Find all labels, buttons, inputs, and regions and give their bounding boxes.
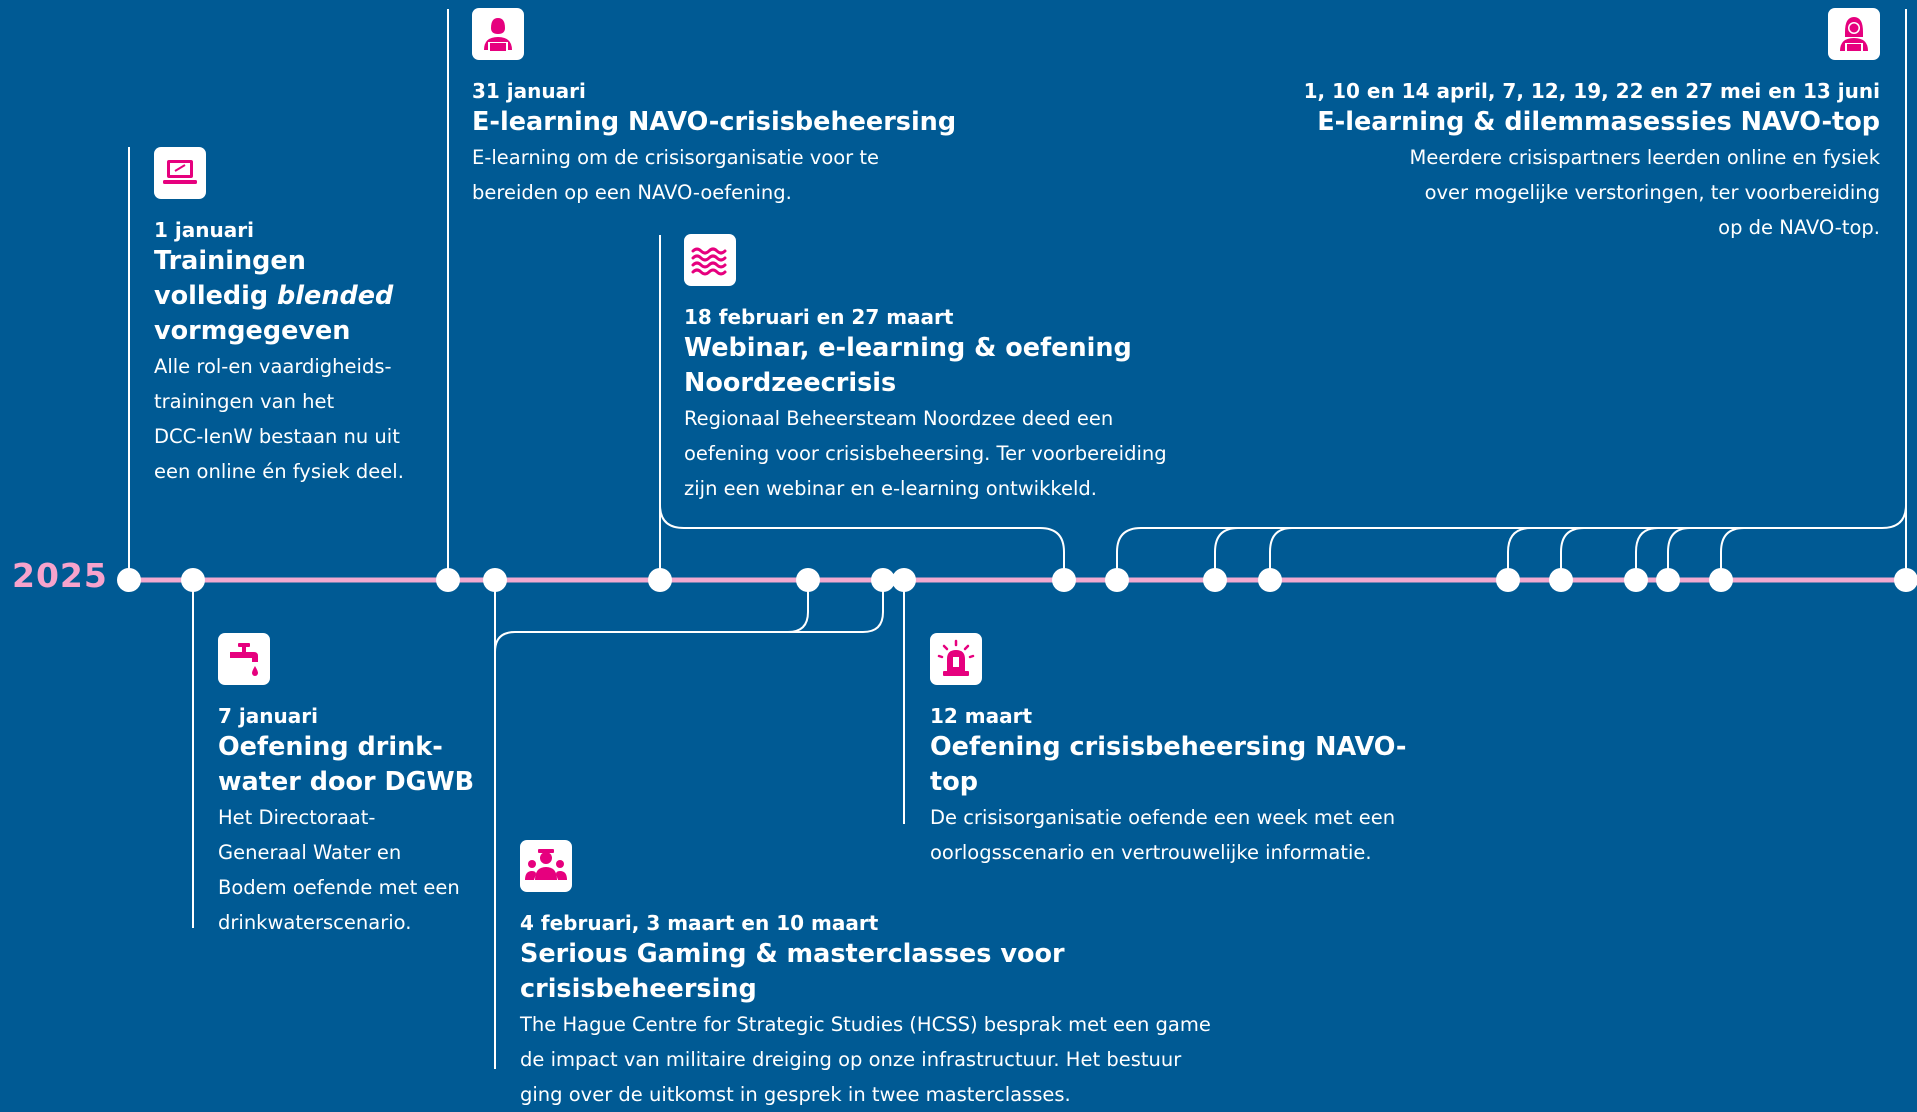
event-title: Oefening crisisbeheersing NAVO-top (930, 732, 1407, 797)
timeline-dot (1496, 568, 1520, 592)
event-date: 4 februari, 3 maart en 10 maart (520, 911, 879, 935)
timeline-dot (1203, 568, 1227, 592)
event-serious-gaming: 4 februari, 3 maart en 10 maart Serious … (520, 840, 1310, 1112)
timeline-dot (1258, 568, 1282, 592)
event-oefening-drinkwater: 7 januari Oefening drink- water door DGW… (218, 633, 498, 940)
event-trainingen: 1 januari Trainingen volledig blended vo… (154, 147, 454, 489)
connector-line (659, 504, 1065, 580)
event-date: 1 januari (154, 218, 254, 242)
event-date: 1, 10 en 14 april, 7, 12, 19, 22 en 27 m… (1303, 79, 1880, 103)
event-title: E-learning NAVO-crisisbeheersing (472, 107, 957, 137)
event-date: 31 januari (472, 79, 586, 103)
event-title: Trainingen volledig blended vormgegeven (154, 246, 394, 346)
connector-line (1214, 527, 1239, 580)
connector-line (494, 580, 809, 653)
team-icon (520, 840, 572, 892)
timeline-dot (648, 568, 672, 592)
connector-line (788, 580, 884, 633)
timeline-dot (1624, 568, 1648, 592)
event-description: Het Directoraat- Generaal Water en Bodem… (218, 806, 460, 934)
event-date: 12 maart (930, 704, 1033, 728)
timeline-dot (1656, 568, 1680, 592)
siren-icon (930, 633, 982, 685)
timeline-dot (117, 568, 141, 592)
year-label: 2025 (12, 556, 108, 595)
timeline-dot (796, 568, 820, 592)
timeline-connectors (117, 9, 1917, 1069)
timeline-dot (1052, 568, 1076, 592)
event-description: Meerdere crisispartners leerden online e… (1409, 146, 1880, 239)
connector-line (1507, 527, 1532, 580)
waves-icon (684, 234, 736, 286)
event-description: Regionaal Beheersteam Noordzee deed een … (684, 407, 1167, 500)
event-description: E-learning om de crisisorganisatie voor … (472, 146, 880, 204)
event-webinar-noordzee: 18 februari en 27 maart Webinar, e-learn… (684, 234, 1244, 506)
event-description: Alle rol-en vaardigheids- trainingen van… (154, 355, 404, 483)
event-title: E-learning & dilemmasessies NAVO-top (1317, 107, 1880, 137)
woman-laptop-icon (1828, 8, 1880, 60)
timeline-dot (1549, 568, 1573, 592)
connector-line (1560, 527, 1585, 580)
timeline-dot (1894, 568, 1917, 592)
event-date: 18 februari en 27 maart (684, 305, 954, 329)
timeline-dot (483, 568, 507, 592)
laptop-icon (154, 147, 206, 199)
timeline-dot (871, 568, 895, 592)
event-description: The Hague Centre for Strategic Studies (… (520, 1013, 1211, 1106)
event-date: 7 januari (218, 704, 318, 728)
timeline-dot (1709, 568, 1733, 592)
event-oefening-navo-top: 12 maart Oefening crisisbeheersing NAVO-… (930, 633, 1450, 870)
event-description: De crisisorganisatie oefende een week me… (930, 806, 1396, 864)
event-dilemmasessies-navo-top: 1, 10 en 14 april, 7, 12, 19, 22 en 27 m… (1160, 8, 1880, 245)
person-laptop-icon (472, 8, 524, 60)
connector-line (1720, 527, 1745, 580)
timeline-dot (1105, 568, 1129, 592)
timeline-graphic: 2025 1 januari Trainingen volledig blend… (12, 8, 1917, 1106)
event-title: Oefening drink- water door DGWB (218, 732, 475, 797)
connector-line (1667, 527, 1691, 580)
water-tap-icon (218, 633, 270, 685)
event-title: Webinar, e-learning & oefening Noordzeec… (684, 333, 1132, 398)
timeline-dot (181, 568, 205, 592)
connector-line (1635, 527, 1659, 580)
connector-line (1269, 527, 1293, 580)
timeline-dot (892, 568, 916, 592)
timeline-dot (436, 568, 460, 592)
connector-line (1116, 504, 1907, 580)
event-title: Serious Gaming & masterclasses voor cris… (520, 939, 1065, 1004)
event-elearning-navo: 31 januari E-learning NAVO-crisisbeheers… (472, 8, 1032, 210)
